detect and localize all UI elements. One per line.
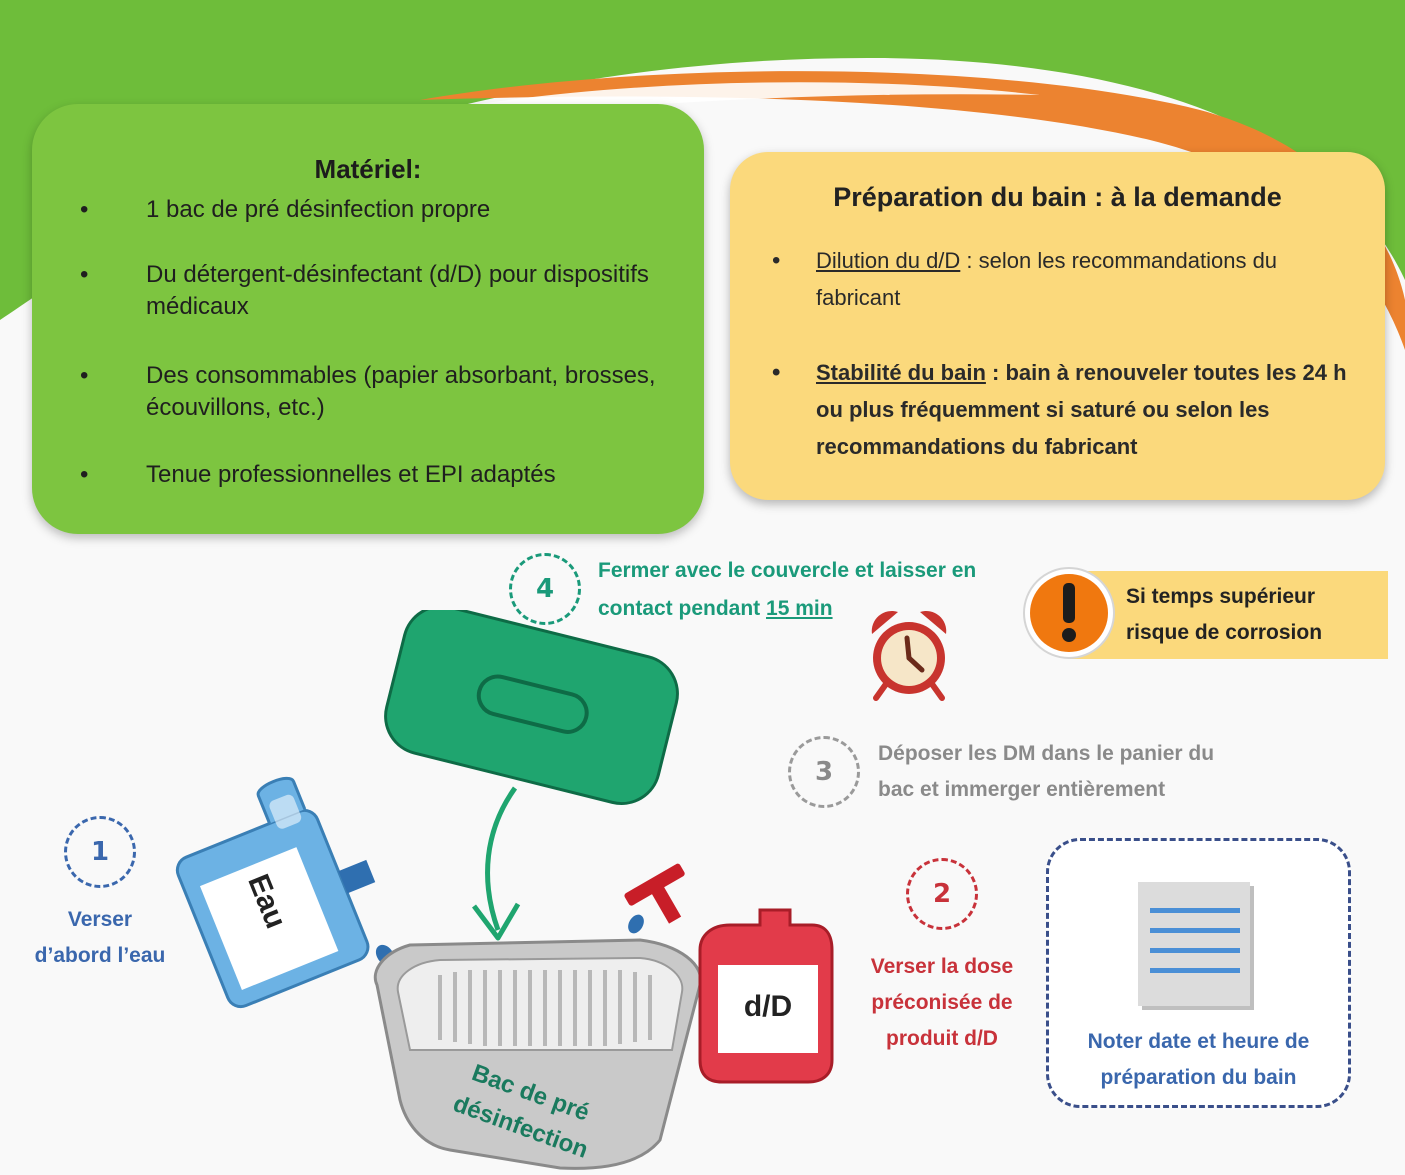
step-2-line3: produit d/D (886, 1027, 998, 1050)
bullet: • (772, 359, 781, 386)
step-3-line2: bac et immerger entièrement (878, 778, 1166, 801)
step-4-text: Fermer avec le couvercle et laisser en c… (598, 552, 1038, 628)
preparation-card: Préparation du bain : à la demande • Dil… (730, 152, 1385, 500)
list-item: • 1 bac de pré désinfection propre (80, 194, 666, 226)
step-1-circle: 1 (64, 816, 136, 888)
step-2-text: Verser la dose préconisée de produit d/D (852, 949, 1032, 1057)
step-1-number: 1 (90, 837, 110, 867)
step-2-number: 2 (932, 879, 952, 909)
step-2-circle: 2 (906, 858, 978, 930)
preparation-title: Préparation du bain : à la demande (833, 182, 1282, 212)
disinfection-basin (373, 938, 703, 1170)
stability-text: : bain à renouveler toutes les 24 h ou p… (816, 360, 1347, 459)
bullet: • (772, 247, 781, 274)
bullet: • (80, 461, 89, 488)
dilution-text: : selon les recommandations du fabricant (816, 248, 1278, 310)
step-3-circle: 3 (788, 736, 860, 808)
warning-text: Si temps supérieur risque de corrosion (1126, 579, 1386, 651)
step-4-circle: 4 (509, 553, 581, 625)
step-2-line2: préconisée de (871, 991, 1013, 1014)
step-4-number: 4 (535, 574, 555, 604)
step-3-line1: Déposer les DM dans le panier du (878, 742, 1215, 765)
dd-jug (624, 863, 834, 1084)
dilution-item: • Dilution du d/D : selon les recommanda… (772, 242, 1356, 316)
alarm-clock-icon (871, 611, 947, 701)
step-4-line2: contact pendant 15 min (598, 590, 1038, 628)
step-3-text: Déposer les DM dans le panier du bac et … (878, 736, 1298, 808)
dilution-label: Dilution du d/D (816, 248, 961, 273)
note-line2: préparation du bain (1100, 1066, 1297, 1089)
warning-line2: risque de corrosion (1126, 621, 1323, 644)
step-4-line1: Fermer avec le couvercle et laisser en (598, 559, 977, 582)
warning-box (1070, 571, 1388, 659)
lid (384, 610, 679, 806)
warning-exclamation-icon (1023, 567, 1115, 659)
list-item: • Du détergent-désinfectant (d/D) pour di… (80, 259, 666, 323)
dd-label: d/D (744, 990, 792, 1023)
list-item: • Tenue professionnelles et EPI adaptés (80, 459, 666, 491)
bullet: • (80, 362, 89, 389)
materiel-title: Matériel: (314, 154, 422, 184)
document-icon (1138, 882, 1254, 1010)
list-item: • Des consommables (papier absorbant, bro… (80, 360, 666, 424)
bullet: • (80, 196, 89, 223)
step-1-line2: d’abord l’eau (34, 944, 166, 967)
arrow-down-icon (485, 786, 518, 931)
water-jug (175, 776, 376, 1009)
note-text: Noter date et heure de préparation du ba… (1050, 1024, 1347, 1096)
step-1-text: Verser d’abord l’eau (10, 902, 190, 974)
step-4-duration: 15 min (766, 597, 833, 620)
illustration: Eau Bac de pré dés (175, 610, 834, 1170)
bullet: • (80, 261, 89, 288)
stability-label: Stabilité du bain (816, 360, 986, 385)
warning-line1: Si temps supérieur (1126, 585, 1316, 608)
materiel-item-text: Tenue professionnelles et EPI adaptés (146, 461, 556, 488)
step-4-prefix: contact pendant (598, 597, 767, 620)
step-3-number: 3 (814, 757, 834, 787)
step-1-line1: Verser (67, 908, 133, 931)
materiel-item-text: Du détergent-désinfectant (d/D) pour dis… (146, 261, 649, 320)
stability-item: • Stabilité du bain : bain à renouveler … (772, 354, 1356, 465)
step-2-line1: Verser la dose (870, 955, 1014, 978)
note-line1: Noter date et heure de (1087, 1030, 1310, 1053)
materiel-card: Matériel: • 1 bac de pré désinfection pro… (32, 104, 704, 534)
materiel-item-text: Des consommables (papier absorbant, bros… (146, 362, 656, 421)
materiel-item-text: 1 bac de pré désinfection propre (146, 196, 491, 223)
